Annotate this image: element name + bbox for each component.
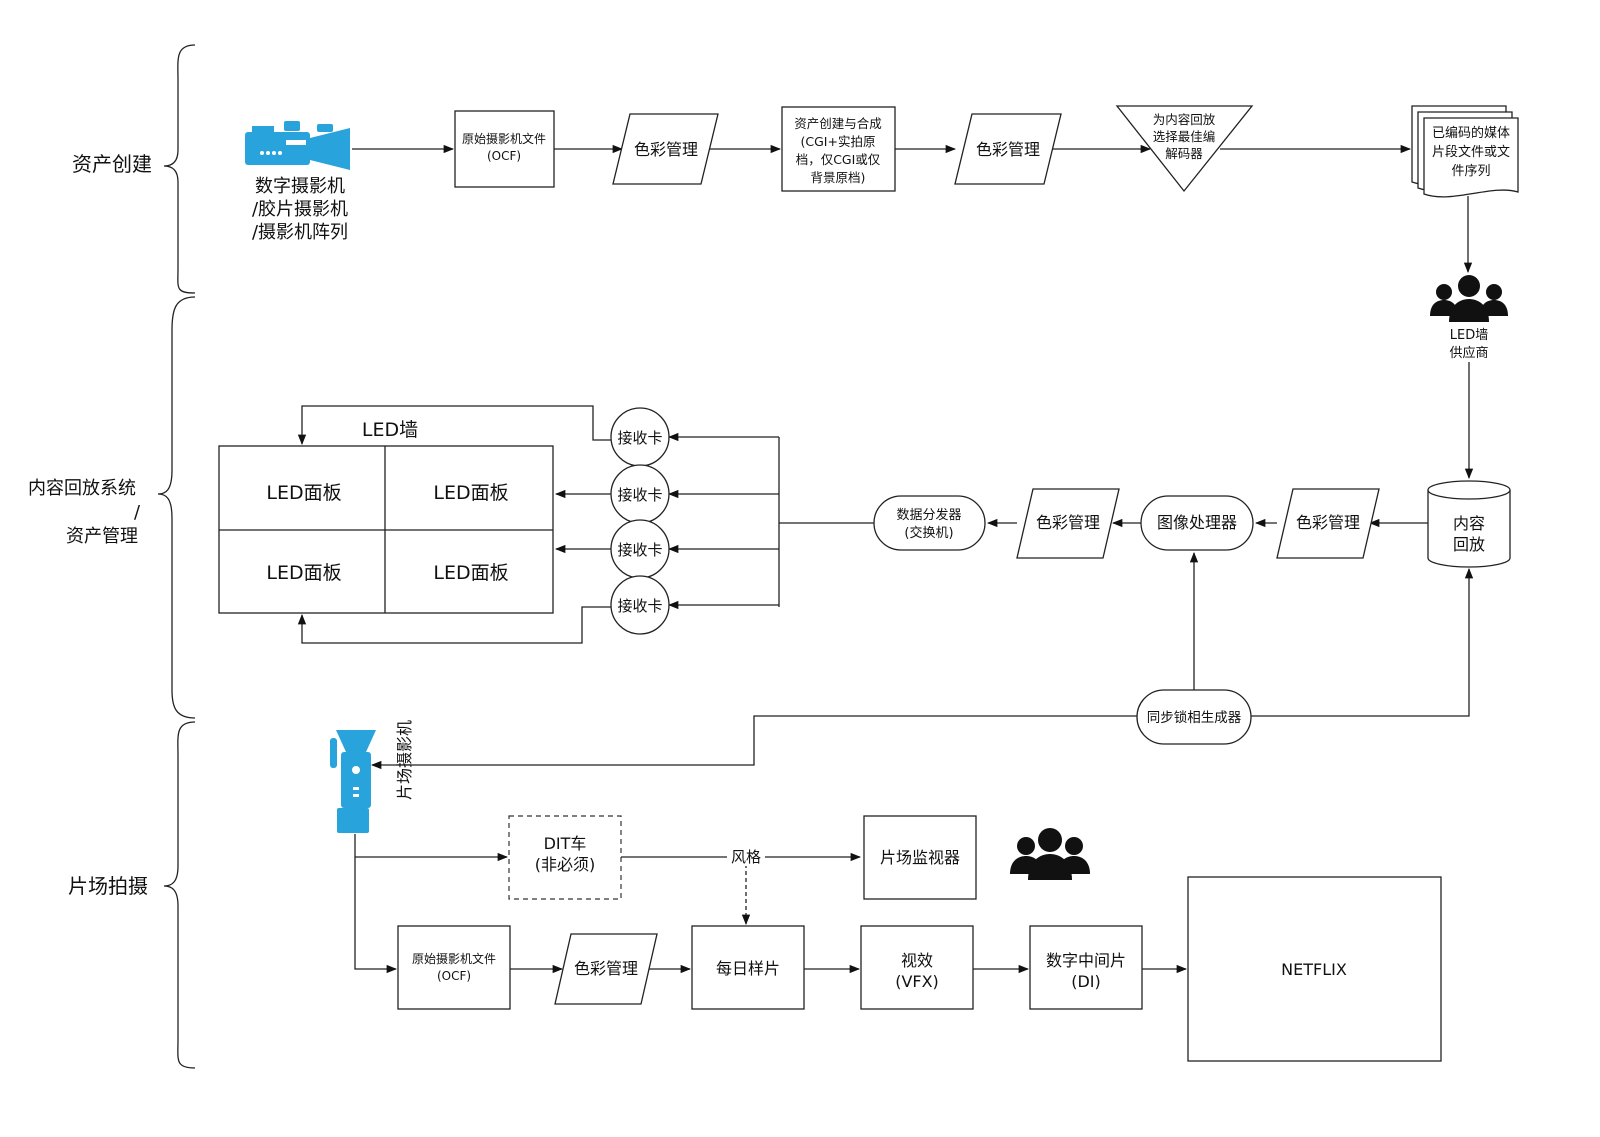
genlock-lines (370, 551, 1474, 770)
codec-line1: 为内容回放 (1153, 112, 1216, 127)
color-mgmt-4-label: 色彩管理 (1296, 513, 1360, 532)
ocf-bottom-line1: 原始摄影机文件 (412, 951, 496, 966)
netflix-box (1187, 876, 1442, 1062)
image-processor-label: 图像处理器 (1157, 513, 1237, 532)
dit-line2: (非必须) (535, 855, 596, 874)
receiver-card-4-label: 接收卡 (617, 597, 662, 615)
di-line2: (DI) (1071, 972, 1101, 991)
data-distributor (873, 495, 986, 551)
people-group-icon (1430, 275, 1508, 322)
codec-decision-triangle (1115, 105, 1254, 193)
content-playback-cylinder (1427, 480, 1511, 568)
dit-line1: DIT车 (544, 834, 587, 853)
receiver-card-4 (610, 575, 670, 635)
asset-comp-line2: (CGI+实拍原 (801, 134, 876, 149)
color-mgmt-3-label: 色彩管理 (1036, 513, 1100, 532)
receiver-card-1-label: 接收卡 (617, 429, 662, 447)
camera-label-line1: 数字摄影机 (255, 176, 345, 197)
vendor-line2: 供应商 (1449, 345, 1488, 361)
section-content-playback-slash: / (134, 502, 141, 523)
led-panel-4: LED面板 (433, 562, 508, 584)
camera-label-line3: /摄影机阵列 (252, 222, 348, 243)
led-panel-1: LED面板 (266, 482, 341, 504)
color-mgmt-1-label: 色彩管理 (634, 140, 698, 159)
section-content-playback-line2: 资产管理 (66, 526, 138, 547)
distributor-fanout-lines (667, 432, 874, 610)
camera-label-line2: /胶片摄影机 (252, 199, 348, 220)
media-line1: 已编码的媒体 (1432, 125, 1510, 141)
media-line3: 件序列 (1451, 164, 1490, 179)
vfx-box (860, 925, 974, 1010)
distributor-line2: (交换机) (904, 525, 953, 541)
playback-line2: 回放 (1453, 535, 1485, 554)
section-on-set: 片场拍摄 (68, 874, 148, 898)
section-braces (157, 44, 196, 1069)
codec-line2: 选择最佳编 (1153, 129, 1216, 144)
set-monitor-label: 片场监视器 (880, 848, 960, 867)
dailies-label: 每日样片 (716, 959, 780, 978)
ocf-top-line1: 原始摄影机文件 (462, 131, 546, 146)
receiver-card-3-label: 接收卡 (617, 541, 662, 559)
di-box (1029, 925, 1143, 1010)
codec-line3: 解码器 (1165, 146, 1203, 161)
ocf-box-bottom (397, 925, 511, 1010)
color-mgmt-4 (1276, 488, 1380, 559)
vfx-line1: 视效 (901, 951, 933, 970)
color-mgmt-1 (612, 113, 719, 185)
genlock-label: 同步锁相生成器 (1147, 710, 1242, 726)
ocf-bottom-line2: (OCF) (437, 969, 471, 983)
vendor-line1: LED墙 (1450, 328, 1488, 343)
section-asset-creation: 资产创建 (72, 152, 152, 176)
receiver-card-2-label: 接收卡 (617, 486, 662, 504)
set-camera-label: 片场摄影机 (395, 720, 414, 800)
led-panel-3: LED面板 (266, 562, 341, 584)
media-line2: 片段文件或文 (1432, 145, 1510, 160)
set-monitor-box (863, 815, 977, 900)
color-mgmt-5 (554, 933, 658, 1005)
playback-line1: 内容 (1453, 514, 1485, 533)
led-wall (218, 445, 554, 614)
color-mgmt-3 (1016, 488, 1120, 559)
dailies-box (691, 925, 805, 1010)
color-mgmt-2-label: 色彩管理 (976, 140, 1040, 159)
dit-cart-box (508, 815, 622, 900)
set-camera-out-lines (354, 834, 509, 974)
color-mgmt-2 (954, 113, 1062, 185)
receiver-to-panel-lines (297, 405, 611, 644)
people-group-icon-2 (1010, 828, 1090, 880)
section-content-playback-line1: 内容回放系统 (28, 478, 136, 499)
asset-comp-line1: 资产创建与合成 (794, 116, 882, 131)
distributor-line1: 数据分发器 (896, 507, 961, 523)
encoded-media-stack (1411, 105, 1519, 198)
ocf-top-line2: (OCF) (487, 149, 521, 163)
netflix-label: NETFLIX (1281, 960, 1347, 979)
digital-camera-icon (245, 121, 350, 170)
vfx-line2: (VFX) (895, 972, 939, 991)
color-mgmt-5-label: 色彩管理 (574, 959, 638, 978)
style-label: 风格 (731, 848, 761, 866)
asset-comp-line4: 背景原档) (811, 170, 866, 185)
led-wall-title: LED墙 (362, 419, 418, 441)
asset-comp-line3: 档，仅CGI或仅 (796, 152, 881, 167)
set-camera-icon (330, 730, 376, 833)
di-line1: 数字中间片 (1046, 951, 1126, 970)
led-panel-2: LED面板 (433, 482, 508, 504)
